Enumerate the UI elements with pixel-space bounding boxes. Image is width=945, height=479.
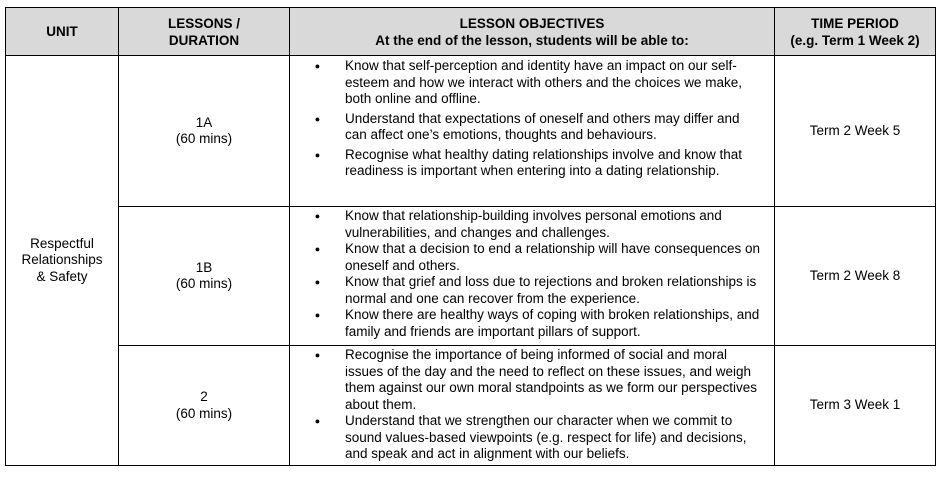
objective-text: Know that a decision to end a relationsh…: [345, 241, 761, 273]
time-cell: Term 3 Week 1: [774, 345, 936, 466]
objectives-list: ● Know that relationship-building involv…: [290, 207, 774, 340]
objective-text: Know that relationship-building involves…: [345, 208, 722, 240]
unit-line: & Safety: [36, 268, 88, 284]
header-objectives: LESSON OBJECTIVES At the end of the less…: [289, 7, 775, 56]
lesson-cell: 1B (60 mins): [118, 206, 290, 346]
list-item: ● Know that self-perception and identity…: [290, 58, 764, 108]
header-unit-label: UNIT: [46, 24, 78, 39]
objective-text: Know there are healthy ways of coping wi…: [345, 307, 760, 339]
list-item: ● Know there are healthy ways of coping …: [290, 307, 764, 340]
table-row: 1B (60 mins) ● Know that relationship-bu…: [6, 206, 936, 346]
unit-cell: Respectful Relationships & Safety: [5, 55, 119, 466]
time-period: Term 3 Week 1: [809, 397, 901, 413]
list-item: ● Know that grief and loss due to reject…: [290, 274, 764, 307]
objectives-list: ● Recognise the importance of being info…: [290, 346, 774, 463]
list-item: ● Understand that we strengthen our char…: [290, 413, 764, 463]
bullet-icon: ●: [314, 416, 321, 426]
objective-text: Understand that we strengthen our charac…: [345, 413, 747, 461]
unit-line: Relationships: [21, 252, 103, 268]
header-lessons-line1: LESSONS /: [167, 15, 240, 31]
bullet-icon: ●: [314, 277, 321, 287]
objectives-cell: ● Know that self-perception and identity…: [289, 55, 775, 207]
unit-line: Respectful: [30, 235, 94, 251]
table-row: Respectful Relationships & Safety 1A (60…: [5, 55, 936, 466]
lesson-id: 1A: [195, 114, 213, 130]
bullet-icon: ●: [314, 113, 321, 124]
lesson-cell: 2 (60 mins): [118, 345, 290, 466]
lesson-duration: (60 mins): [175, 405, 233, 421]
objective-text: Know that self-perception and identity h…: [345, 58, 742, 106]
objectives-list: ● Know that self-perception and identity…: [290, 56, 774, 180]
lesson-duration: (60 mins): [175, 276, 233, 291]
bullet-icon: ●: [314, 61, 321, 71]
lesson-id: 2: [200, 389, 208, 404]
objective-text: Understand that expectations of oneself …: [345, 110, 740, 143]
lesson-duration: (60 mins): [175, 131, 233, 146]
time-cell: Term 2 Week 8: [774, 206, 936, 346]
header-row: UNIT LESSONS / DURATION LESSON OBJECTIVE…: [5, 7, 936, 56]
lesson-plan-table: UNIT LESSONS / DURATION LESSON OBJECTIVE…: [5, 7, 936, 466]
header-time-line1: TIME PERIOD: [811, 15, 899, 31]
header-unit: UNIT: [5, 7, 119, 56]
lesson-cell: 1A (60 mins): [118, 55, 290, 207]
header-lessons: LESSONS / DURATION: [118, 7, 290, 56]
list-item: ● Recognise the importance of being info…: [290, 347, 764, 413]
header-objectives-line1: LESSON OBJECTIVES: [459, 15, 605, 31]
list-item: ● Recognise what healthy dating relation…: [290, 147, 764, 180]
objectives-cell: ● Recognise the importance of being info…: [289, 345, 775, 466]
time-period: Term 2 Week 8: [809, 267, 901, 283]
table-row: 2 (60 mins) ● Recognise the importance o…: [6, 345, 936, 466]
bullet-icon: ●: [314, 244, 321, 254]
bullet-icon: ●: [314, 310, 321, 320]
objective-text: Recognise what healthy dating relationsh…: [345, 146, 742, 179]
lesson-id: 1B: [195, 259, 213, 275]
header-time-line2: (e.g. Term 1 Week 2): [790, 32, 920, 48]
list-item: ● Understand that expectations of onesel…: [290, 111, 764, 144]
header-time: TIME PERIOD (e.g. Term 1 Week 2): [774, 7, 936, 56]
objectives-cell: ● Know that relationship-building involv…: [289, 206, 775, 346]
objective-text: Recognise the importance of being inform…: [345, 347, 757, 412]
list-item: ● Know that a decision to end a relation…: [290, 241, 764, 274]
bullet-icon: ●: [314, 350, 321, 360]
time-period: Term 2 Week 5: [809, 122, 901, 138]
objective-text: Know that grief and loss due to rejectio…: [345, 274, 757, 306]
header-lessons-line2: DURATION: [168, 32, 240, 48]
header-objectives-line2: At the end of the lesson, students will …: [375, 32, 689, 48]
bullet-icon: ●: [314, 211, 321, 221]
time-cell: Term 2 Week 5: [774, 55, 936, 207]
list-item: ● Know that relationship-building involv…: [290, 208, 764, 241]
bullet-icon: ●: [314, 149, 321, 160]
